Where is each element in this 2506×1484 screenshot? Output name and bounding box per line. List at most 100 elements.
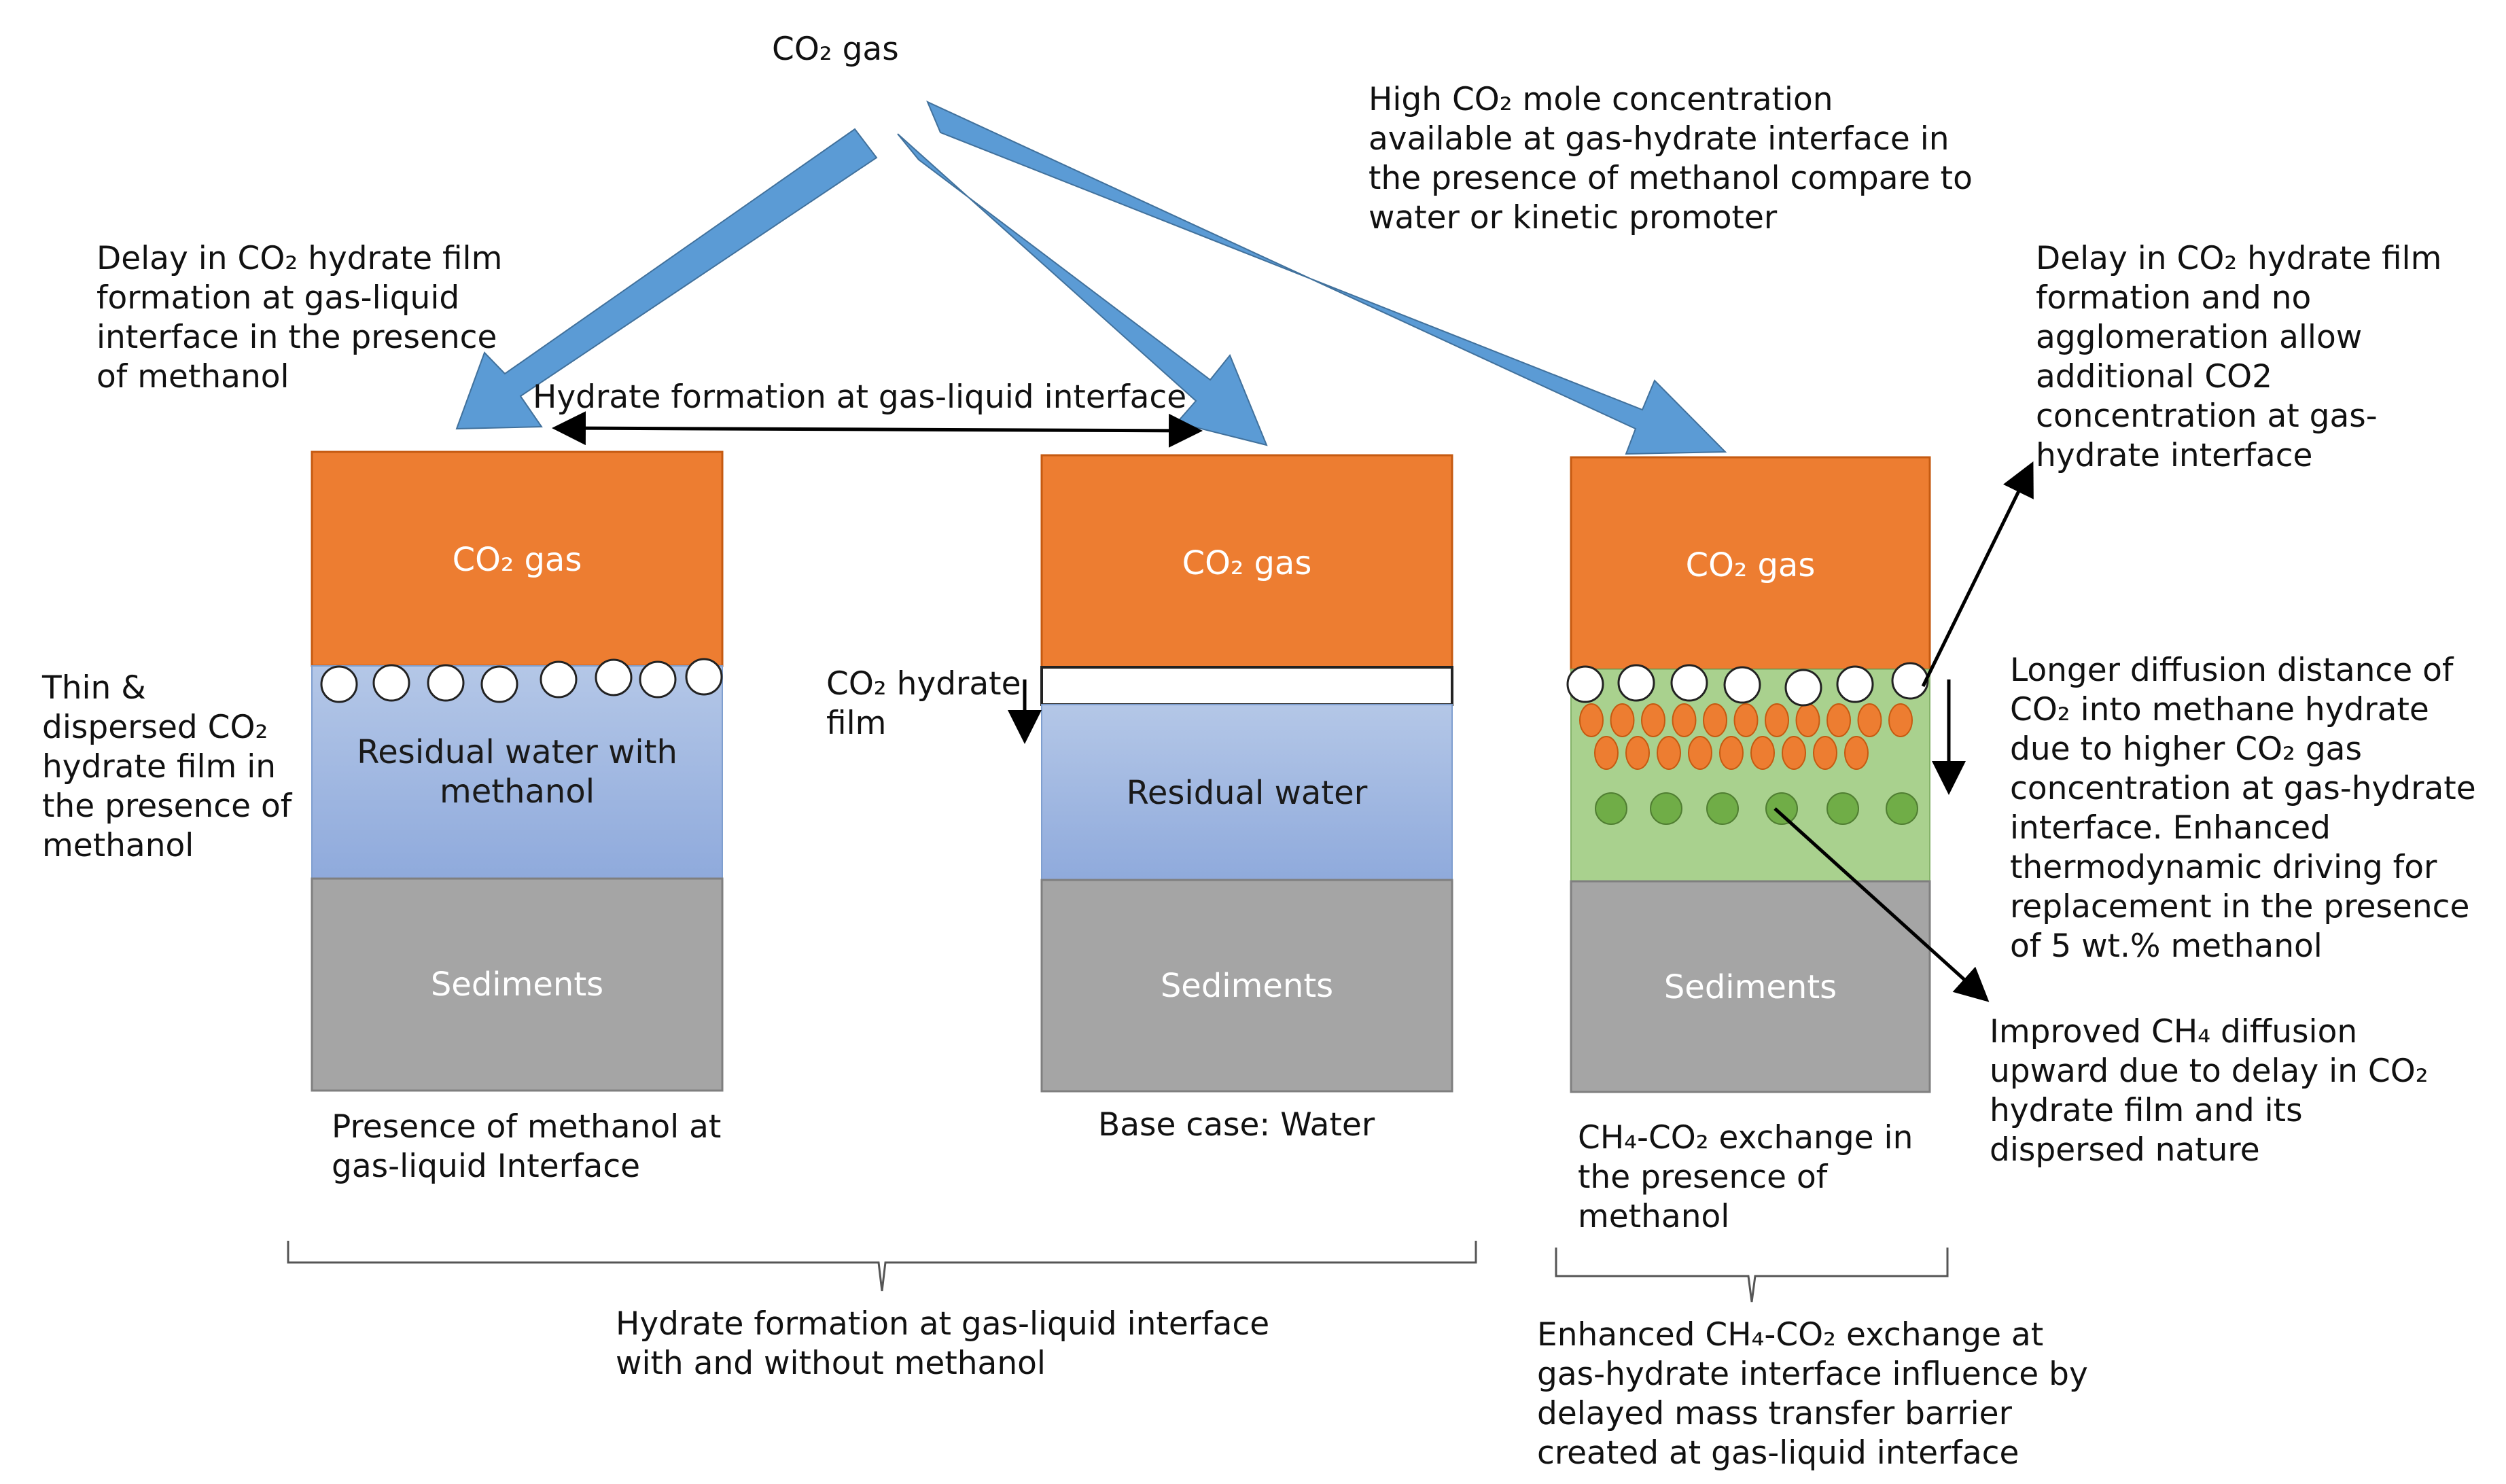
methanol-liquid-label: Residual water with methanol bbox=[312, 732, 722, 811]
co2-hydrate-ellipse bbox=[1672, 703, 1697, 737]
hydrate-bubbles bbox=[320, 658, 723, 703]
note-line: available at gas-hydrate interface in bbox=[1369, 120, 1949, 158]
note-line: Longer diffusion distance of bbox=[2010, 652, 2454, 689]
caption-line: delayed mass transfer barrier bbox=[1537, 1395, 2012, 1432]
note-line: Thin & bbox=[42, 669, 146, 707]
note-line: concentration at gas- bbox=[2036, 398, 2378, 435]
note-line: methanol bbox=[42, 827, 194, 864]
ch4-hydrate-dot bbox=[1595, 792, 1627, 825]
methanol-gas-label: CO₂ gas bbox=[452, 541, 582, 579]
ch4-hydrate-dot bbox=[1886, 792, 1918, 825]
liquid-layer bbox=[311, 665, 723, 879]
note-line: thermodynamic driving for bbox=[2010, 849, 2437, 886]
co2-hydrate-ellipse bbox=[1813, 736, 1837, 770]
co2-hydrate-ellipse bbox=[1826, 703, 1851, 737]
water-caption: Base case: Water bbox=[1098, 1106, 1375, 1144]
left-group-caption: Hydrate formation at gas-liquid interfac… bbox=[616, 1305, 1269, 1383]
methanol-sediment-label: Sediments bbox=[430, 966, 604, 1004]
black-arrows bbox=[552, 411, 2034, 1002]
caption-line: with and without methanol bbox=[616, 1345, 1046, 1382]
caption-line: Presence of methanol at bbox=[332, 1108, 722, 1146]
co2-hydrate-ellipse bbox=[1750, 736, 1775, 770]
methanol-side-note: Thin & dispersed CO₂ hydrate film in the… bbox=[42, 669, 292, 866]
ch4-hydrate-dot bbox=[1706, 792, 1739, 825]
note-line: CO₂ into methane hydrate bbox=[2010, 691, 2429, 728]
caption-line: gas-liquid Interface bbox=[332, 1148, 641, 1185]
hydrate-film bbox=[1040, 666, 1453, 706]
note-line: hydrate film and its bbox=[1990, 1092, 2303, 1129]
note-line: hydrate film in bbox=[42, 748, 277, 785]
note-line: dispersed nature bbox=[1990, 1131, 2260, 1169]
note-line: interface. Enhanced bbox=[2010, 809, 2331, 847]
braces bbox=[287, 1241, 1949, 1303]
note-line: Delay in CO₂ hydrate film bbox=[2036, 240, 2442, 277]
exchange-caption: CH₄-CO₂ exchange in the presence of meth… bbox=[1578, 1118, 1913, 1237]
top-co2-gas-label: CO₂ gas bbox=[772, 31, 899, 68]
ch4-hydrate-dot bbox=[1650, 792, 1682, 825]
note-line: formation and no bbox=[2036, 279, 2312, 317]
sediment-layer bbox=[311, 877, 724, 1092]
water-gas-label: CO₂ gas bbox=[1182, 544, 1312, 582]
note-line: film bbox=[826, 705, 887, 742]
co2-hydrate-ellipses bbox=[1579, 703, 1913, 770]
panel-methanol bbox=[311, 450, 724, 1092]
note-line: water or kinetic promoter bbox=[1369, 199, 1778, 236]
note-line: upward due to delay in CO₂ bbox=[1990, 1053, 2429, 1090]
gas-layer bbox=[1570, 456, 1931, 671]
ch4-hydrate-dots bbox=[1595, 792, 1918, 825]
ch4-hydrate-dot bbox=[1765, 792, 1798, 825]
water-liquid-label: Residual water bbox=[1126, 774, 1368, 812]
ch4-hydrate-dot bbox=[1826, 792, 1859, 825]
co2-hydrate-ellipse bbox=[1844, 736, 1869, 770]
co2-hydrate-ellipse bbox=[1857, 703, 1882, 737]
brace-left bbox=[287, 1241, 1477, 1292]
methanol-caption: Presence of methanol at gas-liquid Inter… bbox=[332, 1108, 721, 1186]
note-line: concentration at gas-hydrate bbox=[2010, 770, 2476, 807]
note-line: of methanol bbox=[96, 358, 289, 395]
sediment-layer bbox=[1570, 880, 1931, 1093]
pointer-delay-note bbox=[1921, 461, 2034, 688]
gas-layer bbox=[311, 450, 724, 667]
caption-line: CH₄-CO₂ exchange in bbox=[1578, 1119, 1913, 1156]
note-line: the presence of bbox=[42, 788, 292, 825]
label-line: Residual water with bbox=[357, 733, 677, 771]
delay-agglomeration-note: Delay in CO₂ hydrate film formation and … bbox=[2036, 239, 2441, 476]
note-line: dispersed CO₂ bbox=[42, 709, 268, 746]
blue-arrow-right bbox=[926, 101, 1727, 455]
note-line: of 5 wt.% methanol bbox=[2010, 928, 2323, 965]
co2-hydrate-ellipse bbox=[1688, 736, 1712, 770]
liquid-layer bbox=[1041, 704, 1453, 881]
co2-hydrate-ellipse bbox=[1703, 703, 1727, 737]
hydrate-bubbles bbox=[1566, 662, 1929, 707]
note-line: Delay in CO₂ hydrate film bbox=[96, 240, 503, 277]
brace-right bbox=[1555, 1248, 1949, 1303]
blue-arrow-middle bbox=[897, 133, 1268, 446]
caption-line: Enhanced CH₄-CO₂ exchange at bbox=[1537, 1316, 2044, 1354]
note-line: replacement in the presence bbox=[2010, 888, 2470, 925]
gas-layer bbox=[1040, 454, 1453, 669]
ch4-diffusion-note: Improved CH₄ diffusion upward due to del… bbox=[1990, 1012, 2429, 1170]
note-line: the presence of methanol compare to bbox=[1369, 160, 1973, 197]
co2-hydrate-ellipse bbox=[1579, 703, 1604, 737]
note-line: CO₂ hydrate bbox=[826, 665, 1021, 703]
note-line: due to higher CO₂ gas bbox=[2010, 730, 2362, 768]
double-arrow-gas-liquid bbox=[552, 411, 1203, 448]
co2-hydrate-ellipse bbox=[1641, 703, 1665, 737]
caption-line: created at gas-liquid interface bbox=[1537, 1434, 2019, 1472]
note-line: agglomeration allow bbox=[2036, 319, 2363, 356]
note-line: additional CO2 bbox=[2036, 358, 2273, 395]
label-line: methanol bbox=[439, 773, 595, 811]
co2-hydrate-ellipse bbox=[1610, 703, 1635, 737]
co2-hydrate-ellipse bbox=[1719, 736, 1744, 770]
panel-exchange bbox=[1566, 456, 1931, 1093]
co2-hydrate-ellipse bbox=[1657, 736, 1681, 770]
note-line: interface in the presence bbox=[96, 319, 497, 356]
high-concentration-note: High CO₂ mole concentration available at… bbox=[1369, 80, 1973, 238]
co2-hydrate-ellipse bbox=[1733, 703, 1759, 737]
caption-line: the presence of bbox=[1578, 1159, 1828, 1196]
note-line: Improved CH₄ diffusion bbox=[1990, 1013, 2358, 1050]
panel-water bbox=[1040, 454, 1453, 1093]
caption-line: gas-hydrate interface influence by bbox=[1537, 1356, 2088, 1393]
co2-hydrate-ellipse bbox=[1795, 703, 1820, 737]
